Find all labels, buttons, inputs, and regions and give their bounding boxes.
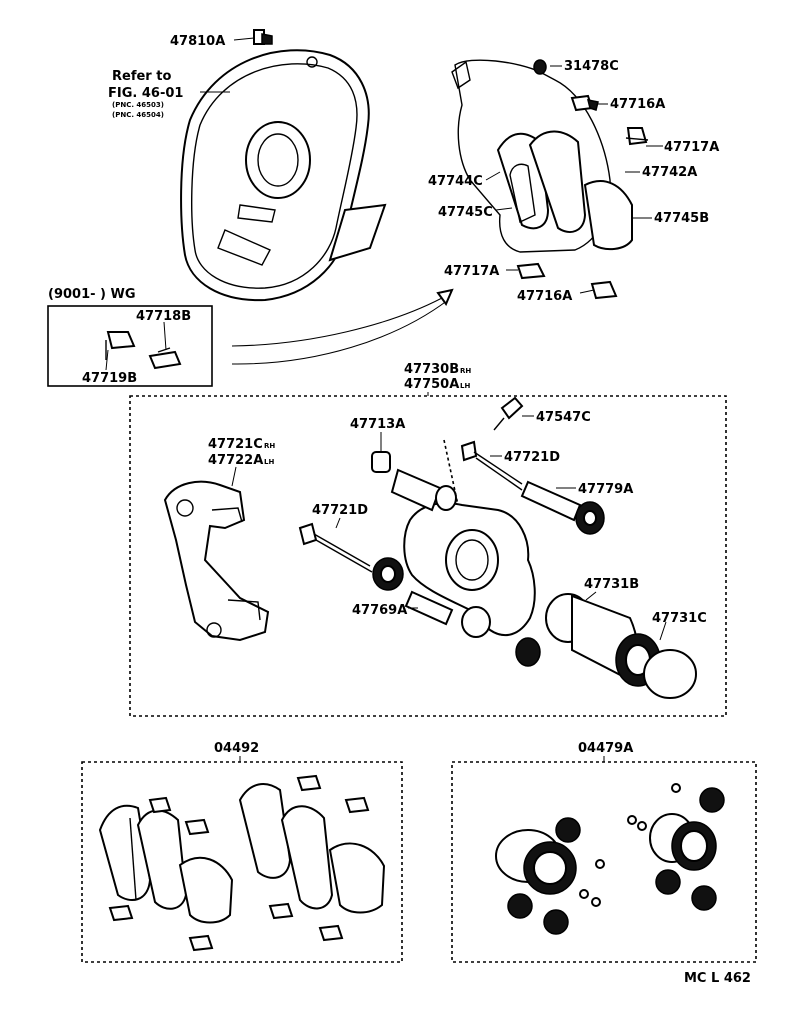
label-47717A-low: 47717A [444, 264, 499, 279]
label-47779A: 47779A [578, 482, 633, 497]
clip-47716A-low [590, 280, 618, 300]
kit-04492-clips [108, 774, 370, 952]
kit-04479A-seals-right [627, 783, 725, 911]
label-47750A-suffix: LH [460, 382, 470, 390]
label-fig-ref: FIG. 46-01 [108, 86, 183, 101]
cap-47713A [371, 451, 391, 473]
clip-47717A-low [516, 262, 546, 280]
clip-47717A-top [625, 127, 649, 146]
clip-47716A-top [570, 94, 599, 112]
label-47745C: 47745C [438, 205, 493, 220]
kit-04479A-box [451, 761, 757, 963]
label-47730B: 47730B [404, 362, 459, 377]
label-47744C: 47744C [428, 174, 483, 189]
connector-line-2 [231, 299, 449, 365]
label-47721D-top: 47721D [504, 450, 560, 465]
caliper-body [390, 439, 536, 637]
clip-47718B [148, 347, 182, 370]
label-04479A: 04479A [578, 741, 633, 756]
label-47750A: 47750A [404, 377, 459, 392]
label-47721C: 47721C [208, 437, 263, 452]
label-pnc-1: (PNC. 46503) [112, 101, 164, 109]
label-refer-to: Refer to [112, 69, 171, 84]
sleeve-47769A [404, 590, 541, 667]
label-47731C: 47731C [652, 611, 707, 626]
label-47719B: 47719B [82, 371, 137, 386]
label-pnc-2: (PNC. 46504) [112, 111, 164, 119]
page-code: MC L 462 [684, 971, 751, 986]
label-47722A: 47722A [208, 453, 263, 468]
kit-04492-pads-right [238, 783, 386, 914]
label-wg-note: (9001- ) WG [48, 287, 136, 302]
label-47731B: 47731B [584, 577, 639, 592]
label-47730B-suffix: RH [460, 367, 471, 375]
clip-31478C [533, 59, 547, 75]
bolt-47810A [253, 29, 273, 45]
bleeder-47547C [493, 396, 524, 431]
label-47717A-top: 47717A [664, 140, 719, 155]
mounting-bracket-47721C [163, 480, 270, 642]
shim-47745B [583, 180, 633, 251]
label-47722A-suffix: LH [264, 458, 274, 466]
pad-47742A [528, 130, 587, 233]
kit-04492-pads-left [98, 804, 234, 924]
boot-47731C [615, 633, 697, 699]
label-47718B: 47718B [136, 309, 191, 324]
wg-inset-box [47, 305, 213, 387]
kit-04492-box [81, 761, 403, 963]
clip-47719B [105, 331, 136, 360]
connector-arrowhead [436, 288, 454, 307]
label-47713A: 47713A [350, 417, 405, 432]
label-47721C-suffix: RH [264, 442, 275, 450]
label-31478C: 31478C [564, 59, 619, 74]
label-47769A: 47769A [352, 603, 407, 618]
label-47742A: 47742A [642, 165, 697, 180]
kit-04479A-seals-left [495, 817, 605, 935]
shim-47745C [509, 163, 536, 224]
backing-plate [180, 49, 387, 302]
label-47716A-low: 47716A [517, 289, 572, 304]
label-47810A: 47810A [170, 34, 225, 49]
label-47721D-left: 47721D [312, 503, 368, 518]
label-04492: 04492 [214, 741, 259, 756]
sleeve-47779A [520, 480, 605, 535]
connector-line-1 [231, 297, 443, 347]
slide-bolt-47721D-lower [298, 522, 404, 591]
label-47716A-top: 47716A [610, 97, 665, 112]
caliper-group-box [129, 395, 727, 717]
slide-bolt-47721D-upper [460, 440, 523, 491]
label-47745B: 47745B [654, 211, 709, 226]
label-47547C: 47547C [536, 410, 591, 425]
